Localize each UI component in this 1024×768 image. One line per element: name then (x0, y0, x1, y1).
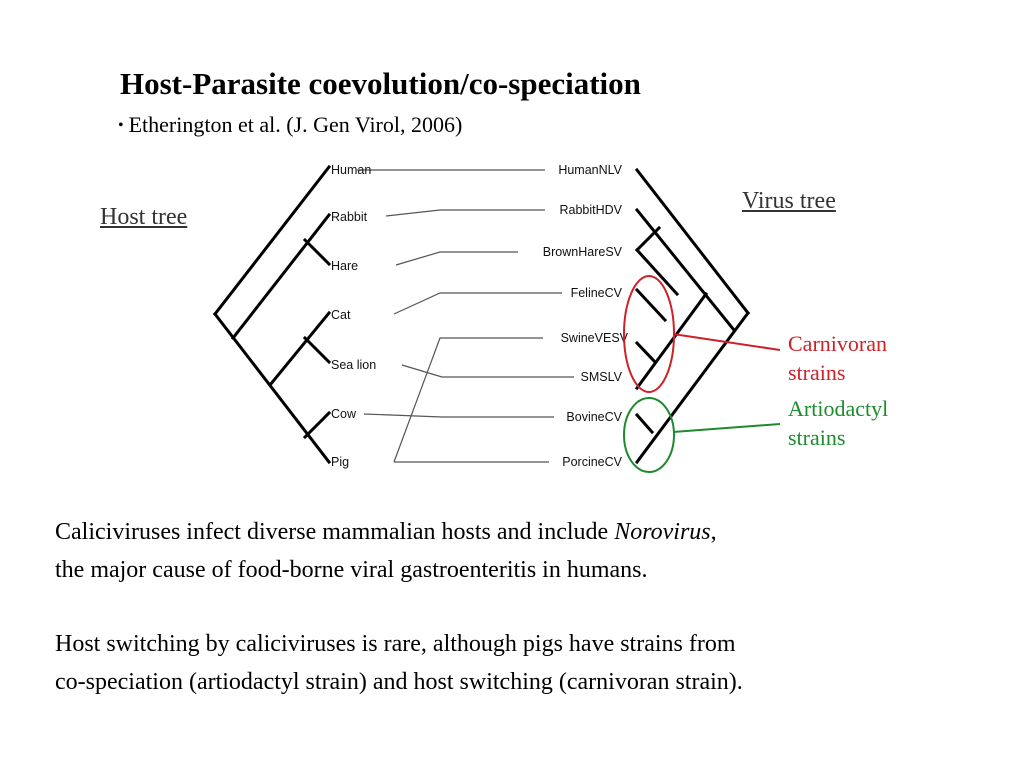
host-branch (302, 335, 332, 365)
association-line (393, 292, 562, 315)
virus-label: RabbitHDV (559, 203, 622, 217)
bullet-icon: • (118, 117, 124, 134)
virus-branch (634, 225, 662, 253)
virus-labels: HumanNLV RabbitHDV BrownHareSV FelineCV … (543, 163, 629, 469)
virus-branch (634, 167, 751, 316)
artiodactyl-strains-label: Artiodactyl strains (788, 394, 888, 452)
host-label: Hare (331, 259, 358, 273)
virus-branch (634, 247, 680, 297)
host-label: Pig (331, 455, 349, 469)
virus-tree-label: Virus tree (742, 188, 836, 214)
virus-label: SwineVESV (561, 331, 629, 345)
association-line (395, 251, 518, 266)
artiodactyl-leader-line (672, 423, 781, 433)
virus-branch (634, 310, 751, 465)
para1-comma: , (710, 519, 717, 545)
host-label: Cat (331, 308, 351, 322)
para1-text: Caliciviruses infect diverse mammalian h… (55, 519, 615, 545)
association-line (363, 413, 554, 418)
para1-line2: the major cause of food-borne viral gast… (55, 557, 648, 583)
host-branch (230, 212, 332, 341)
artiodactyl-ellipse (623, 397, 675, 473)
host-label: Sea lion (331, 358, 376, 372)
association-lines (357, 169, 574, 463)
carnivoran-strains-label: Carnivoran strains (788, 329, 887, 387)
host-branch (267, 310, 332, 388)
virus-tree (634, 167, 751, 465)
artiodactyl-line1: Artiodactyl (788, 396, 889, 421)
virus-branch (634, 291, 709, 391)
virus-label: HumanNLV (558, 163, 622, 177)
host-label: Rabbit (331, 210, 368, 224)
citation-text: Etherington et al. (J. Gen Virol, 2006) (128, 112, 463, 137)
carnivoran-leader-line (672, 333, 781, 351)
slide-title: Host-Parasite coevolution/co-speciation (120, 66, 641, 101)
para1-line1: Caliciviruses infect diverse mammalian h… (55, 513, 717, 551)
virus-label: BovineCV (566, 410, 622, 424)
para2-line2: co-speciation (artiodactyl strain) and h… (55, 669, 743, 695)
carnivoran-ellipse (623, 275, 675, 393)
association-line (385, 209, 545, 217)
virus-label: BrownHareSV (543, 245, 623, 259)
citation: •Etherington et al. (J. Gen Virol, 2006) (118, 112, 462, 138)
virus-label: PorcineCV (562, 455, 622, 469)
host-tree (212, 164, 332, 465)
host-branch (302, 237, 332, 267)
virus-label: FelineCV (571, 286, 623, 300)
host-branch (302, 410, 332, 440)
para2-line1: Host switching by caliciviruses is rare,… (55, 631, 736, 657)
artiodactyl-line2: strains (788, 425, 846, 450)
norovirus-term: Norovirus (614, 519, 711, 545)
carnivoran-line2: strains (788, 360, 846, 385)
virus-branch (634, 340, 658, 365)
virus-branch (634, 287, 668, 323)
virus-branch (634, 207, 737, 333)
host-label: Cow (331, 407, 357, 421)
host-branch (212, 164, 332, 317)
host-label: Human (331, 163, 371, 177)
carnivoran-line1: Carnivoran (788, 331, 887, 356)
host-tree-label: Host tree (100, 204, 188, 230)
paragraph-caliciviruses: Caliciviruses infect diverse mammalian h… (55, 513, 717, 589)
host-labels: Human Rabbit Hare Cat Sea lion Cow Pig (331, 163, 376, 469)
virus-label: SMSLV (581, 370, 623, 384)
paragraph-host-switching: Host switching by caliciviruses is rare,… (55, 625, 743, 701)
association-line (401, 364, 574, 378)
association-line (393, 337, 543, 463)
virus-branch (634, 412, 655, 435)
